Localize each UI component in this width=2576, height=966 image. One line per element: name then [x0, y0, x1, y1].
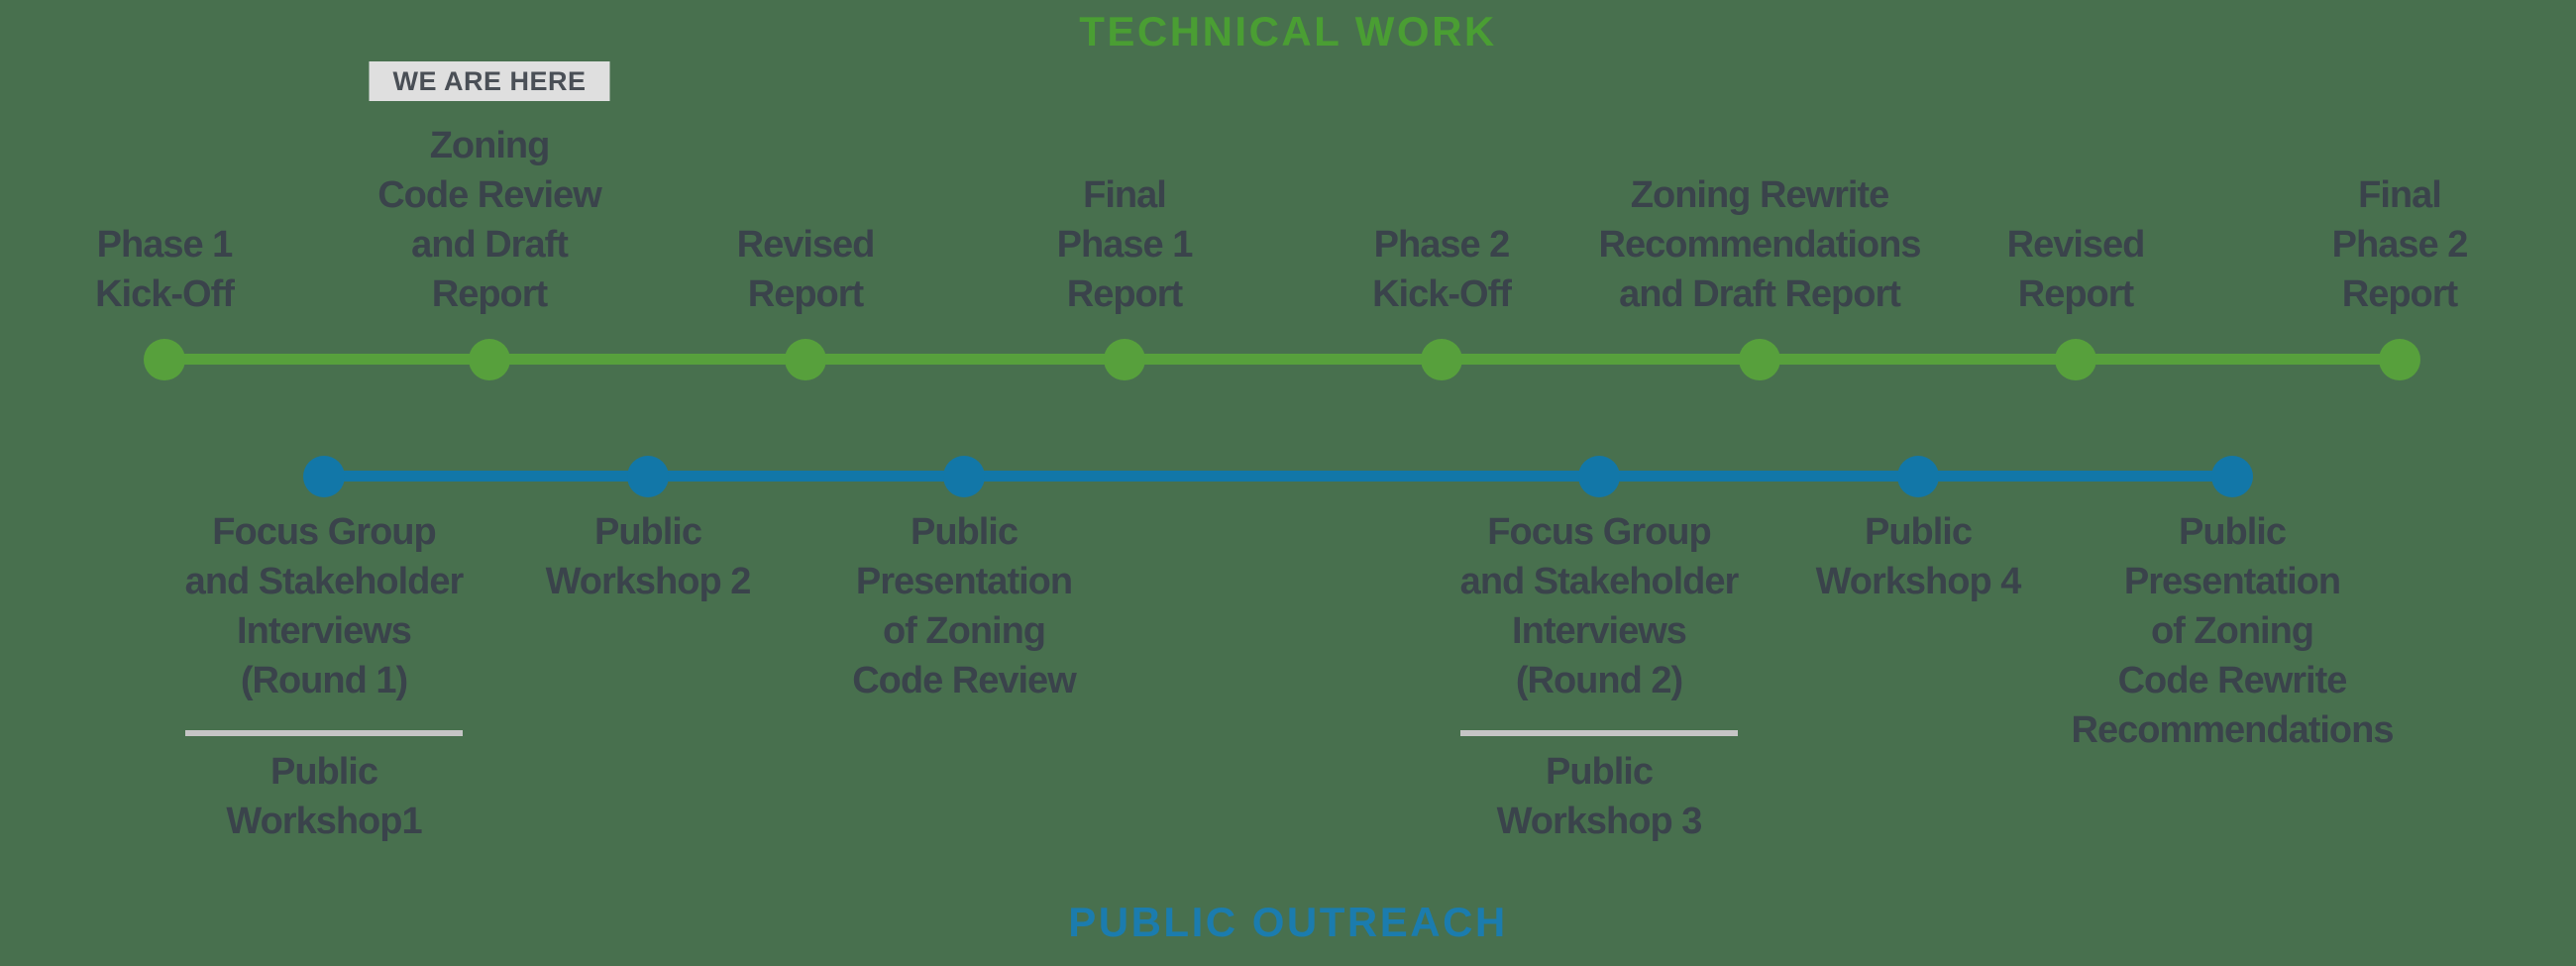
- milestone-dot: [627, 456, 669, 497]
- public-outreach-title: PUBLIC OUTREACH: [1068, 899, 1508, 945]
- milestone-label: Final Phase 1 Report: [1056, 174, 1194, 315]
- divider-line: [1460, 730, 1738, 736]
- sub-milestone-label: Public Workshop 3: [1496, 751, 1703, 842]
- milestone-label: Public Workshop 4: [1815, 511, 2022, 602]
- milestone-label: Public Workshop 2: [545, 511, 752, 602]
- milestone-label: Revised Report: [736, 224, 876, 315]
- milestone-dot: [1421, 339, 1462, 380]
- milestone-label: Public Presentation of Zoning Code Revie…: [852, 511, 1077, 701]
- milestone-dot: [2055, 339, 2096, 380]
- we-are-here-badge: WE ARE HERE: [369, 61, 610, 101]
- milestone-label: Zoning Rewrite Recommendations and Draft…: [1598, 174, 1922, 315]
- milestone-label: Revised Report: [2006, 224, 2146, 315]
- outreach-timeline-line: [324, 471, 2232, 482]
- technical-work-title: TECHNICAL WORK: [1079, 8, 1497, 54]
- milestone-dot: [1104, 339, 1145, 380]
- milestone-dot: [469, 339, 510, 380]
- milestone-dot: [1739, 339, 1780, 380]
- milestone-dot: [943, 456, 985, 497]
- milestone-label: Phase 2 Kick-Off: [1372, 224, 1512, 315]
- milestone-dot: [303, 456, 345, 497]
- milestone-dot: [144, 339, 185, 380]
- sub-milestone-label: Public Workshop1: [226, 751, 422, 842]
- milestone-dot: [2211, 456, 2253, 497]
- milestone-label: Phase 1 Kick-Off: [95, 224, 235, 315]
- technical-timeline-line: [164, 354, 2400, 365]
- milestone-label: Public Presentation of Zoning Code Rewri…: [2071, 511, 2395, 751]
- milestone-dot: [785, 339, 826, 380]
- milestone-label: Final Phase 2 Report: [2331, 174, 2469, 315]
- divider-line: [185, 730, 463, 736]
- milestone-dot: [1578, 456, 1620, 497]
- milestone-dot: [2379, 339, 2420, 380]
- milestone-label: Focus Group and Stakeholder Interviews (…: [184, 511, 465, 701]
- milestone-dot: [1897, 456, 1939, 497]
- milestone-label: Zoning Code Review and Draft Report: [377, 125, 602, 315]
- milestone-label: Focus Group and Stakeholder Interviews (…: [1459, 511, 1740, 701]
